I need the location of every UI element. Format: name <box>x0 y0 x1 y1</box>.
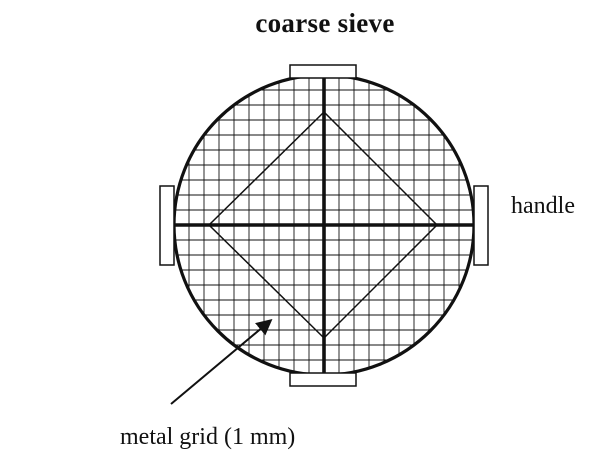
metal-grid-label: metal grid (1 mm) <box>120 424 296 450</box>
handle-tab-right <box>473 185 489 266</box>
diagram-title: coarse sieve <box>255 8 395 38</box>
handle-tab-top <box>289 64 357 79</box>
handle-tab-left <box>159 185 175 266</box>
grid-pointer-arrow <box>170 318 273 405</box>
handle-tab-bottom <box>289 372 357 387</box>
handle-label: handle <box>511 193 575 219</box>
